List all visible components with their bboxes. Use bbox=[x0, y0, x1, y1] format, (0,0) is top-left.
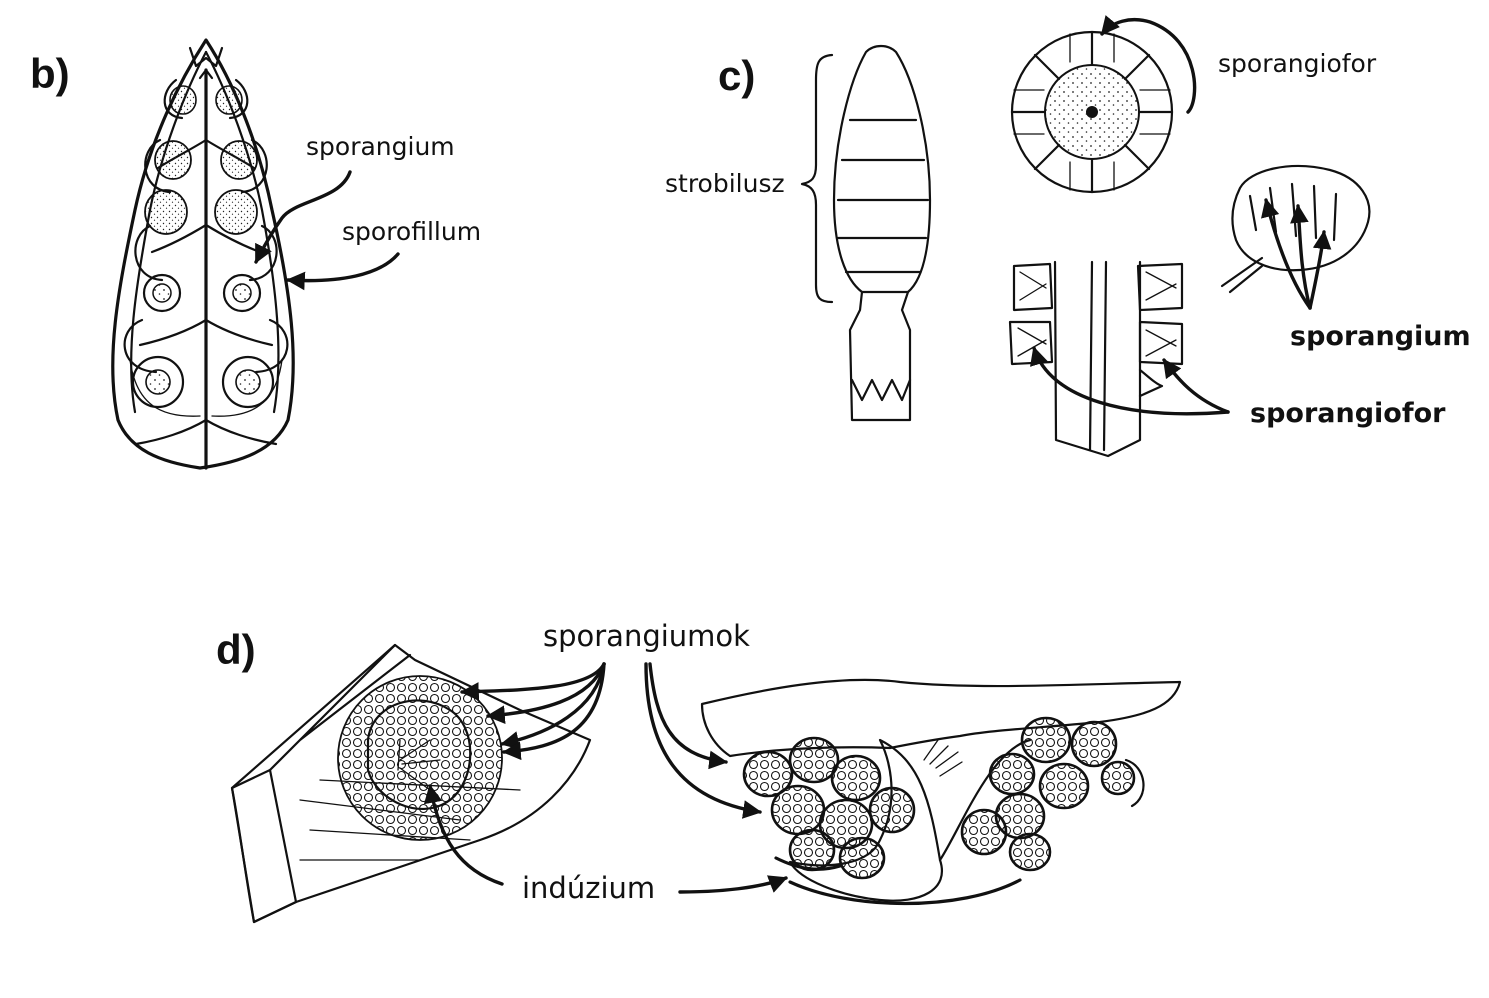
panel-c: c) strobilusz sporangiofor sporangium bbox=[665, 15, 1471, 458]
arrow-sporangiofor-top bbox=[1100, 15, 1197, 114]
arrow-sporangiofor-bottom-1 bbox=[1030, 346, 1230, 416]
panel-d-letter: d) bbox=[216, 626, 256, 673]
arrow-sporangium-c-1 bbox=[1261, 198, 1312, 310]
arrow-sporangiumok-3 bbox=[500, 662, 606, 750]
strobilus-cross-section bbox=[1010, 30, 1174, 194]
arrow-sporangiumok-1 bbox=[460, 662, 606, 701]
label-sporangium-c: sporangium bbox=[1290, 321, 1471, 352]
arrow-sporangium-b bbox=[254, 170, 352, 264]
panel-b: b) bbox=[30, 38, 481, 470]
arrow-sporangiofor-bottom-2 bbox=[1162, 358, 1230, 414]
label-sporofillum: sporofillum bbox=[342, 217, 481, 246]
label-sporangium-b: sporangium bbox=[306, 132, 455, 161]
sporangiophore-drawing bbox=[1220, 164, 1371, 294]
arrow-induzium-right bbox=[678, 875, 788, 894]
label-sporangiofor-top: sporangiofor bbox=[1218, 49, 1377, 78]
sorus-cross-section bbox=[700, 678, 1182, 906]
arrow-sporangiumok-6 bbox=[644, 662, 762, 819]
strobilus-longitudinal-section bbox=[1008, 260, 1184, 458]
arrow-sporangium-c-3 bbox=[1308, 230, 1332, 310]
leaf-sorus-drawing bbox=[230, 643, 592, 924]
strobilus-bracket bbox=[800, 53, 834, 304]
label-sporangiumok: sporangiumok bbox=[543, 619, 750, 653]
label-strobilusz: strobilusz bbox=[665, 169, 785, 198]
strobilus-drawing bbox=[832, 44, 932, 422]
panel-b-letter: b) bbox=[30, 50, 70, 97]
panel-d: d) sporangiumok bbox=[216, 619, 1182, 924]
arrow-sporofillum bbox=[286, 252, 400, 291]
label-induzium: indúzium bbox=[522, 871, 655, 905]
arrow-induzium-left bbox=[423, 784, 504, 886]
arrow-sporangium-c-2 bbox=[1290, 204, 1312, 310]
arrow-sporangiumok-4 bbox=[502, 662, 606, 761]
sporophyll-leaf-drawing bbox=[111, 38, 295, 470]
arrow-sporangiumok-5 bbox=[648, 662, 728, 770]
label-sporangiofor-bottom: sporangiofor bbox=[1250, 398, 1446, 429]
panel-c-letter: c) bbox=[718, 52, 755, 99]
arrow-sporangiumok-2 bbox=[486, 662, 606, 725]
